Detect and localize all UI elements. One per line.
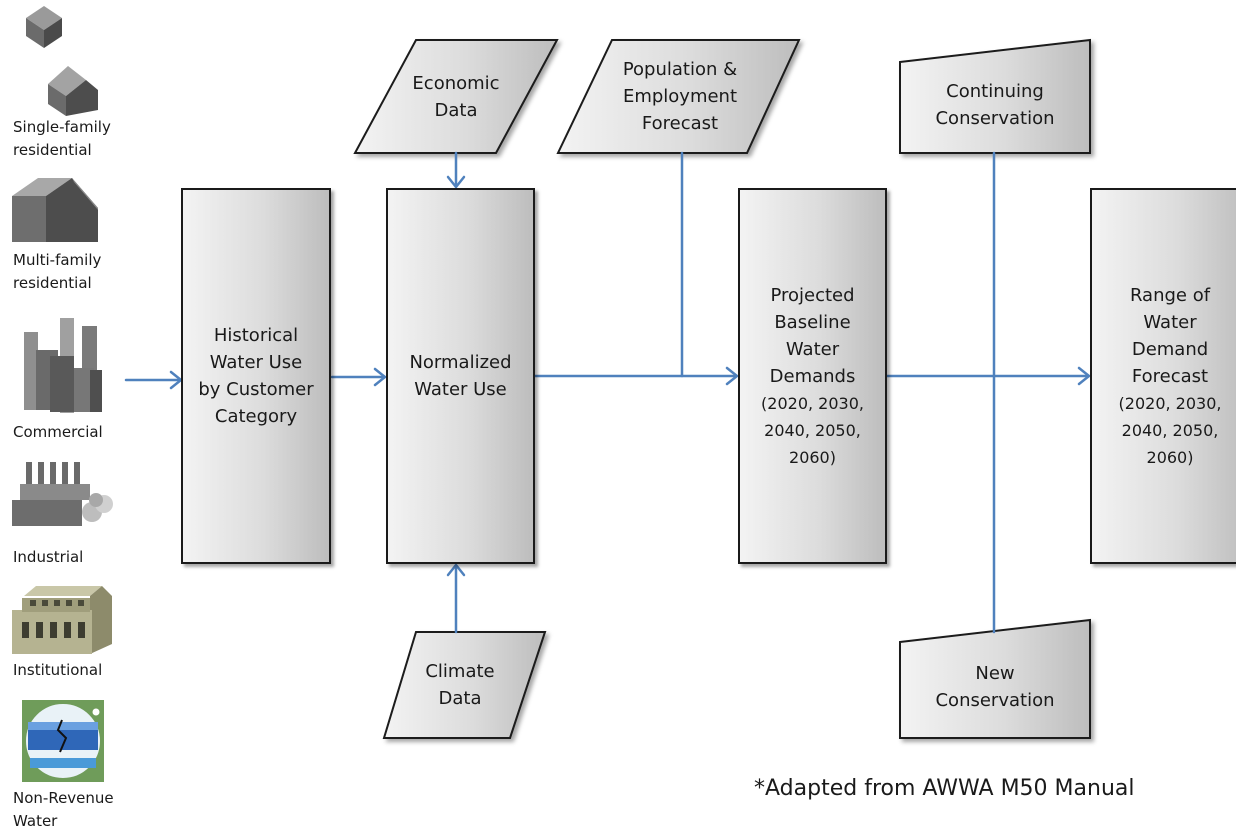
historical-water-use-box: Historical Water Use by Customer Categor… [181,188,331,564]
legend-non-revenue-label: Non-Revenue Water [13,789,114,830]
leaking-pipe-icon [22,700,104,782]
multi-family-building-icon [12,178,98,242]
normalized-water-use-label: Normalized Water Use [409,352,512,400]
legend-single-family-label: Single-family residential [13,118,111,159]
population-forecast-shape [556,39,801,154]
commercial-buildings-icon [24,318,102,413]
continuing-conservation-shape [899,38,1091,154]
climate-data-label: Climate Data [425,661,495,709]
institutional-building-icon [12,586,112,654]
single-family-house-icon [26,6,62,48]
legend-industrial-label: Industrial [13,548,84,566]
range-demand-forecast-box: Range of Water Demand Forecast (2020, 20… [1090,188,1236,564]
economic-data-shape [353,39,559,154]
economic-data-label: Economic Data [412,72,500,121]
legend-institutional-label: Institutional [13,661,103,679]
single-family-house-large-icon [48,66,98,116]
new-conservation-shape [899,618,1091,739]
projected-baseline-demands-label: Projected Baseline Water Demands [769,284,856,387]
new-conservation-label: New Conservation [935,663,1055,711]
arrowhead [1077,366,1091,386]
population-forecast-label: Population & Employment Forecast [622,59,738,134]
range-years-label: (2020, 2030, 2040, 2050, 2060) [1118,393,1222,467]
continuing-conservation-label: Continuing Conservation [935,80,1055,129]
range-demand-forecast-text: Range of Water Demand Forecast (2020, 20… [1095,282,1236,471]
projected-baseline-demands-box: Projected Baseline Water Demands (2020, … [738,188,887,564]
arrowhead [446,175,466,189]
range-demand-forecast-label: Range of Water Demand Forecast [1129,284,1211,387]
projected-years-label: (2020, 2030, 2040, 2050, 2060) [761,393,864,467]
arrowhead [446,563,466,577]
legend-multi-family-label: Multi-family residential [13,251,102,292]
climate-data-shape [382,631,547,739]
arrowhead [373,367,387,387]
source-footnote: *Adapted from AWWA M50 Manual [754,776,1135,801]
historical-water-use-label: Historical Water Use by Customer Categor… [198,325,314,427]
legend-commercial-label: Commercial [13,423,103,441]
normalized-water-use-box: Normalized Water Use [386,188,535,564]
industrial-plant-icon [12,462,113,526]
arrowhead [725,366,739,386]
